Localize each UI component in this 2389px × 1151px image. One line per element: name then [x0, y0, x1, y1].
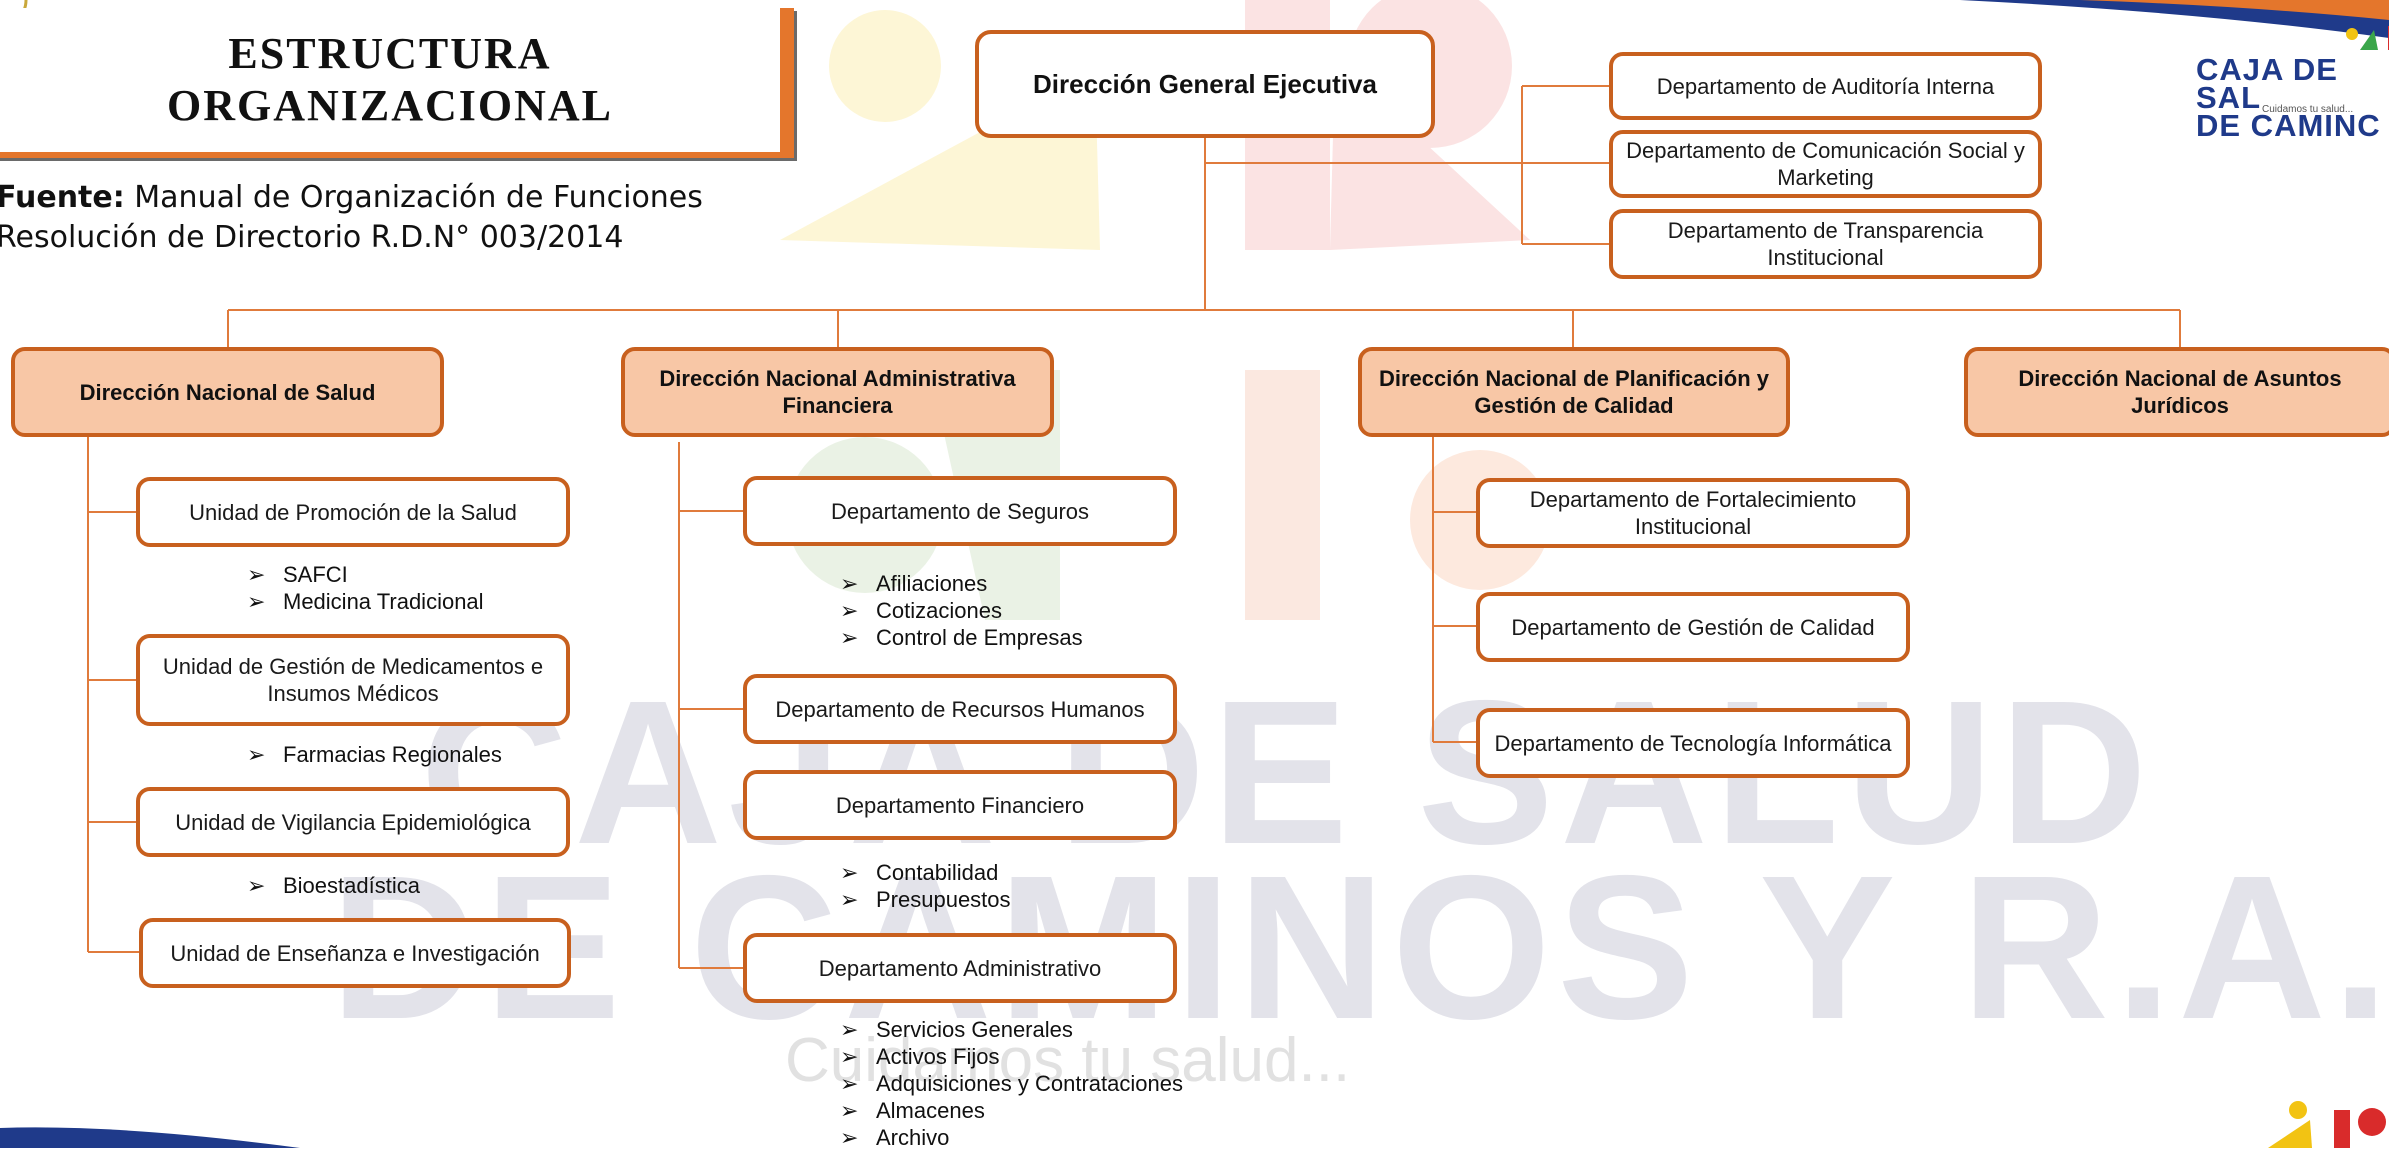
logo-line-2: DE CAMINC — [2196, 108, 2381, 143]
node-departamento-administrativo: Departamento Administrativo — [743, 933, 1177, 1003]
title-banner: ESTRUCTURA ORGANIZACIONAL — [0, 8, 794, 158]
bullets-vigilancia: ➢Bioestadística — [247, 872, 420, 899]
source-line-2: Resolución de Directorio R.D.N° 003/2014 — [0, 220, 624, 255]
list-item: ➢Archivo — [840, 1125, 950, 1150]
bullet-afiliaciones: Afiliaciones — [876, 571, 988, 596]
list-item: ➢Activos Fijos — [840, 1044, 1000, 1069]
node-auditoria-interna: Departamento de Auditoría Interna — [1609, 52, 2042, 120]
node-comunicacion-social: Departamento de Comunicación Social y Ma… — [1609, 130, 2042, 198]
bullet-almacenes: Almacenes — [876, 1098, 985, 1123]
node-direccion-planificacion: Dirección Nacional de Planificación y Ge… — [1358, 347, 1790, 437]
list-item: ➢SAFCI — [247, 562, 348, 587]
bullets-seguros: ➢Afiliaciones ➢Cotizaciones ➢Control de … — [840, 570, 1083, 651]
bullets-promocion-salud: ➢SAFCI ➢Medicina Tradicional — [247, 561, 484, 615]
source-line-1: Fuente: Manual de Organización de Funcio… — [0, 178, 703, 218]
logo-line-1: CAJA DE SAL — [2196, 52, 2338, 115]
node-unidad-vigilancia-epidemiologica: Unidad de Vigilancia Epidemiológica — [136, 787, 570, 857]
node-departamento-financiero: Departamento Financiero — [743, 770, 1177, 840]
bullet-servicios-generales: Servicios Generales — [876, 1017, 1073, 1042]
list-item: ➢Bioestadística — [247, 873, 420, 898]
bg-orange-shape — [1245, 370, 1320, 620]
node-departamento-seguros: Departamento de Seguros — [743, 476, 1177, 546]
node-unidad-ensenanza-investigacion: Unidad de Enseñanza e Investigación — [139, 918, 571, 988]
page-title: ESTRUCTURA ORGANIZACIONAL — [60, 28, 720, 132]
list-item: ➢Almacenes — [840, 1098, 985, 1123]
bullet-control-empresas: Control de Empresas — [876, 625, 1083, 650]
watermark-slogan: Cuidamos tu salud... — [785, 1026, 1351, 1095]
bullets-gestion-medicamentos: ➢Farmacias Regionales — [247, 741, 502, 768]
list-item: ➢Servicios Generales — [840, 1017, 1073, 1042]
bullet-presupuestos: Presupuestos — [876, 887, 1011, 912]
source-text-1: Manual de Organización de Funciones — [124, 180, 703, 215]
node-unidad-gestion-medicamentos: Unidad de Gestión de Medicamentos e Insu… — [136, 634, 570, 726]
bullet-activos-fijos: Activos Fijos — [876, 1044, 1000, 1069]
watermark-line-2: DE CAMINOS Y R.A. — [330, 833, 2389, 1062]
bullet-bioestadistica: Bioestadística — [283, 873, 420, 898]
logo-figure-icon — [2346, 26, 2389, 50]
logo-tagline: Cuidamos tu salud... — [2262, 104, 2354, 115]
mini-logo-red-circle — [2358, 1108, 2386, 1136]
list-item: ➢Adquisiciones y Contrataciones — [840, 1071, 1183, 1096]
mini-logo-yellow — [2289, 1101, 2307, 1119]
corner-arc-bottom — [0, 1127, 300, 1148]
node-fortalecimiento-institucional: Departamento de Fortalecimiento Instituc… — [1476, 478, 1910, 548]
node-direccion-general-ejecutiva: Dirección General Ejecutiva — [975, 30, 1435, 138]
bullet-safci: SAFCI — [283, 562, 348, 587]
bullet-contabilidad: Contabilidad — [876, 860, 999, 885]
mini-logo-yellow-shape — [2268, 1120, 2312, 1148]
node-direccion-asuntos-juridicos: Dirección Nacional de Asuntos Jurídicos — [1964, 347, 2389, 437]
corner-arc-top-accent — [2080, 0, 2389, 20]
bullet-archivo: Archivo — [876, 1125, 950, 1150]
list-item: ➢Control de Empresas — [840, 625, 1083, 650]
node-gestion-calidad: Departamento de Gestión de Calidad — [1476, 592, 1910, 662]
list-item: ➢Afiliaciones — [840, 571, 988, 596]
node-direccion-administrativa-financiera: Dirección Nacional Administrativa Financ… — [621, 347, 1054, 437]
bullets-administrativo: ➢Servicios Generales ➢Activos Fijos ➢Adq… — [840, 1016, 1183, 1151]
bullet-farmacias-regionales: Farmacias Regionales — [283, 742, 502, 767]
logo: CAJA DE SAL DE CAMINC — [2196, 52, 2389, 143]
bg-yellow-circle — [829, 10, 941, 122]
bullet-cotizaciones: Cotizaciones — [876, 598, 1002, 623]
source-label: Fuente: — [0, 180, 125, 215]
list-item: ➢Cotizaciones — [840, 598, 1002, 623]
node-tecnologia-informatica: Departamento de Tecnología Informática — [1476, 708, 1910, 778]
bullet-adquisiciones: Adquisiciones y Contrataciones — [876, 1071, 1183, 1096]
node-departamento-recursos-humanos: Departamento de Recursos Humanos — [743, 674, 1177, 744]
list-item: ➢Farmacias Regionales — [247, 742, 502, 767]
list-item: ➢Presupuestos — [840, 887, 1011, 912]
list-item: ➢Medicina Tradicional — [247, 589, 484, 614]
node-direccion-nacional-salud: Dirección Nacional de Salud — [11, 347, 444, 437]
node-unidad-promocion-salud: Unidad de Promoción de la Salud — [136, 477, 570, 547]
bullet-medicina-tradicional: Medicina Tradicional — [283, 589, 484, 614]
title-line-2: ORGANIZACIONAL — [166, 81, 614, 130]
mini-logo-red — [2334, 1110, 2350, 1148]
node-transparencia-institucional: Departamento de Transparencia Institucio… — [1609, 209, 2042, 279]
list-item: ➢Contabilidad — [840, 860, 999, 885]
source-note: Fuente: Manual de Organización de Funcio… — [0, 178, 703, 258]
title-line-1: ESTRUCTURA — [228, 29, 552, 78]
bullets-financiero: ➢Contabilidad ➢Presupuestos — [840, 859, 1011, 913]
